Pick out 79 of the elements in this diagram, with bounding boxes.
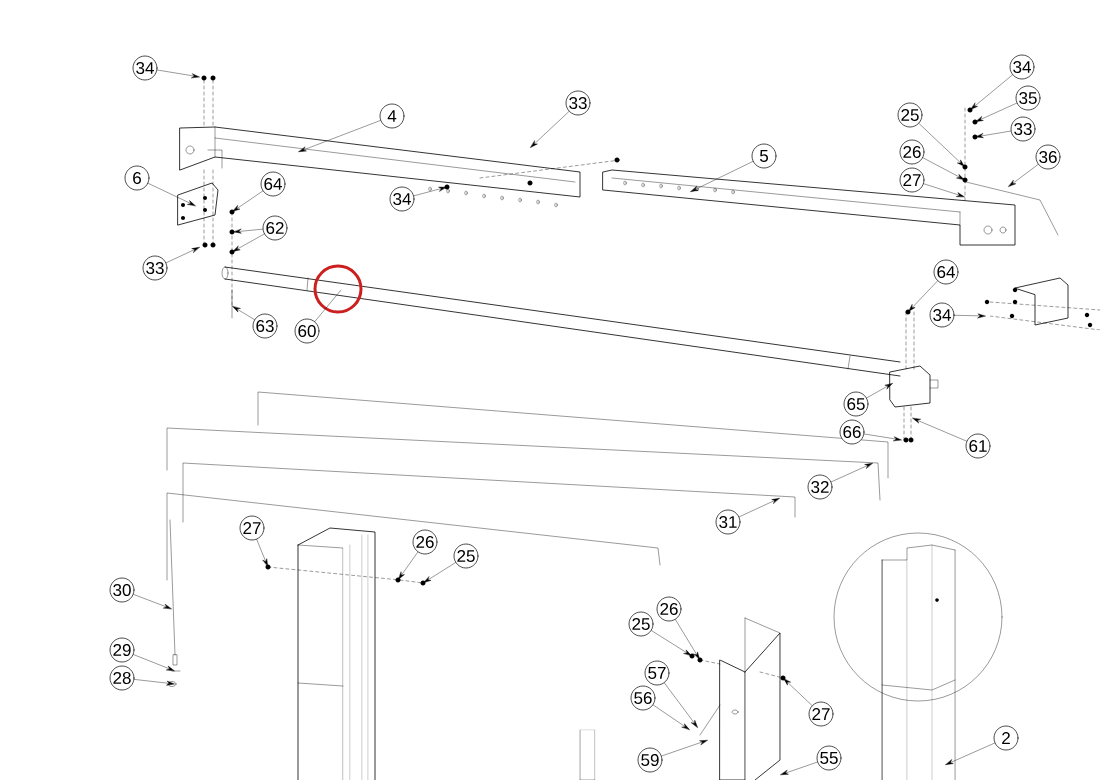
leader-line <box>530 111 570 148</box>
callout-number: 32 <box>807 474 833 500</box>
callout-number: 57 <box>644 660 670 686</box>
leader-line <box>256 539 268 567</box>
leader-line <box>975 102 1017 122</box>
leader-line <box>780 761 818 775</box>
callout-number: 28 <box>109 665 135 691</box>
callout-number: 56 <box>630 685 656 711</box>
callout-number: 33 <box>142 255 168 281</box>
callout-number: 66 <box>839 419 865 445</box>
callout-number: 27 <box>808 701 834 727</box>
callout-number: 26 <box>412 529 438 555</box>
callout-number: 25 <box>628 611 654 637</box>
leader-line <box>232 306 255 320</box>
leader-line <box>783 678 813 706</box>
leader-line <box>1008 164 1039 187</box>
leader-line <box>233 228 263 234</box>
leader-line <box>232 233 265 252</box>
callout-number: 34 <box>132 55 158 81</box>
callout-number: 27 <box>239 515 265 541</box>
callout-number: 6 <box>124 165 150 191</box>
leader-line <box>423 562 456 583</box>
callout-number: 4 <box>379 103 405 129</box>
callout-number: 34 <box>929 302 955 328</box>
leader-line <box>661 740 708 757</box>
callout-number: 33 <box>565 90 591 116</box>
callout-number: 64 <box>260 171 286 197</box>
leader-line <box>945 742 995 765</box>
leader-line <box>975 130 1012 138</box>
leader-line <box>314 289 342 322</box>
callout-number: 34 <box>389 186 415 212</box>
leader-line <box>651 630 692 656</box>
callout-number: 26 <box>656 596 682 622</box>
callout-number: 30 <box>109 577 135 603</box>
leader-line <box>918 123 965 167</box>
callout-number: 60 <box>294 318 320 344</box>
callout-number: 62 <box>262 215 288 241</box>
leader-line <box>923 183 965 197</box>
callout-number: 2 <box>993 725 1019 751</box>
leader-line <box>831 463 873 483</box>
leader-line <box>739 498 780 518</box>
callout-number: 31 <box>715 509 741 535</box>
leader-line <box>908 280 938 312</box>
callout-number: 65 <box>843 391 869 417</box>
leader-line <box>864 433 902 441</box>
leader-line <box>653 704 690 730</box>
callout-number: 25 <box>897 102 923 128</box>
callout-number: 25 <box>453 543 479 569</box>
leader-line <box>133 654 175 671</box>
leader-line <box>664 682 698 728</box>
leader-line <box>954 313 986 319</box>
callout-number: 34 <box>1009 54 1035 80</box>
callout-number: 63 <box>252 313 278 339</box>
callout-number: 5 <box>751 143 777 169</box>
leader-line <box>157 69 200 78</box>
leader-line <box>675 619 700 660</box>
leader-line <box>133 594 172 609</box>
leader-line <box>298 120 381 152</box>
leader-line <box>690 161 754 192</box>
callout-number: 27 <box>899 167 925 193</box>
callout-number: 26 <box>899 139 925 165</box>
callout-number: 59 <box>637 747 663 773</box>
callout-number: 35 <box>1015 85 1041 111</box>
leader-line <box>413 186 447 196</box>
leader-line <box>166 247 200 263</box>
callout-number: 33 <box>1010 116 1036 142</box>
callout-number: 55 <box>816 745 842 771</box>
leader-line <box>970 74 1013 110</box>
leader-line <box>147 183 196 206</box>
leader-line <box>398 551 419 580</box>
leader-line <box>922 157 965 180</box>
leader-line <box>912 418 967 442</box>
leader-line <box>232 190 263 212</box>
callout-number: 36 <box>1035 144 1061 170</box>
callout-number: 29 <box>109 637 135 663</box>
callout-number: 61 <box>965 433 991 459</box>
callout-number: 64 <box>933 259 959 285</box>
leader-line <box>866 383 893 399</box>
leader-line <box>134 679 175 686</box>
